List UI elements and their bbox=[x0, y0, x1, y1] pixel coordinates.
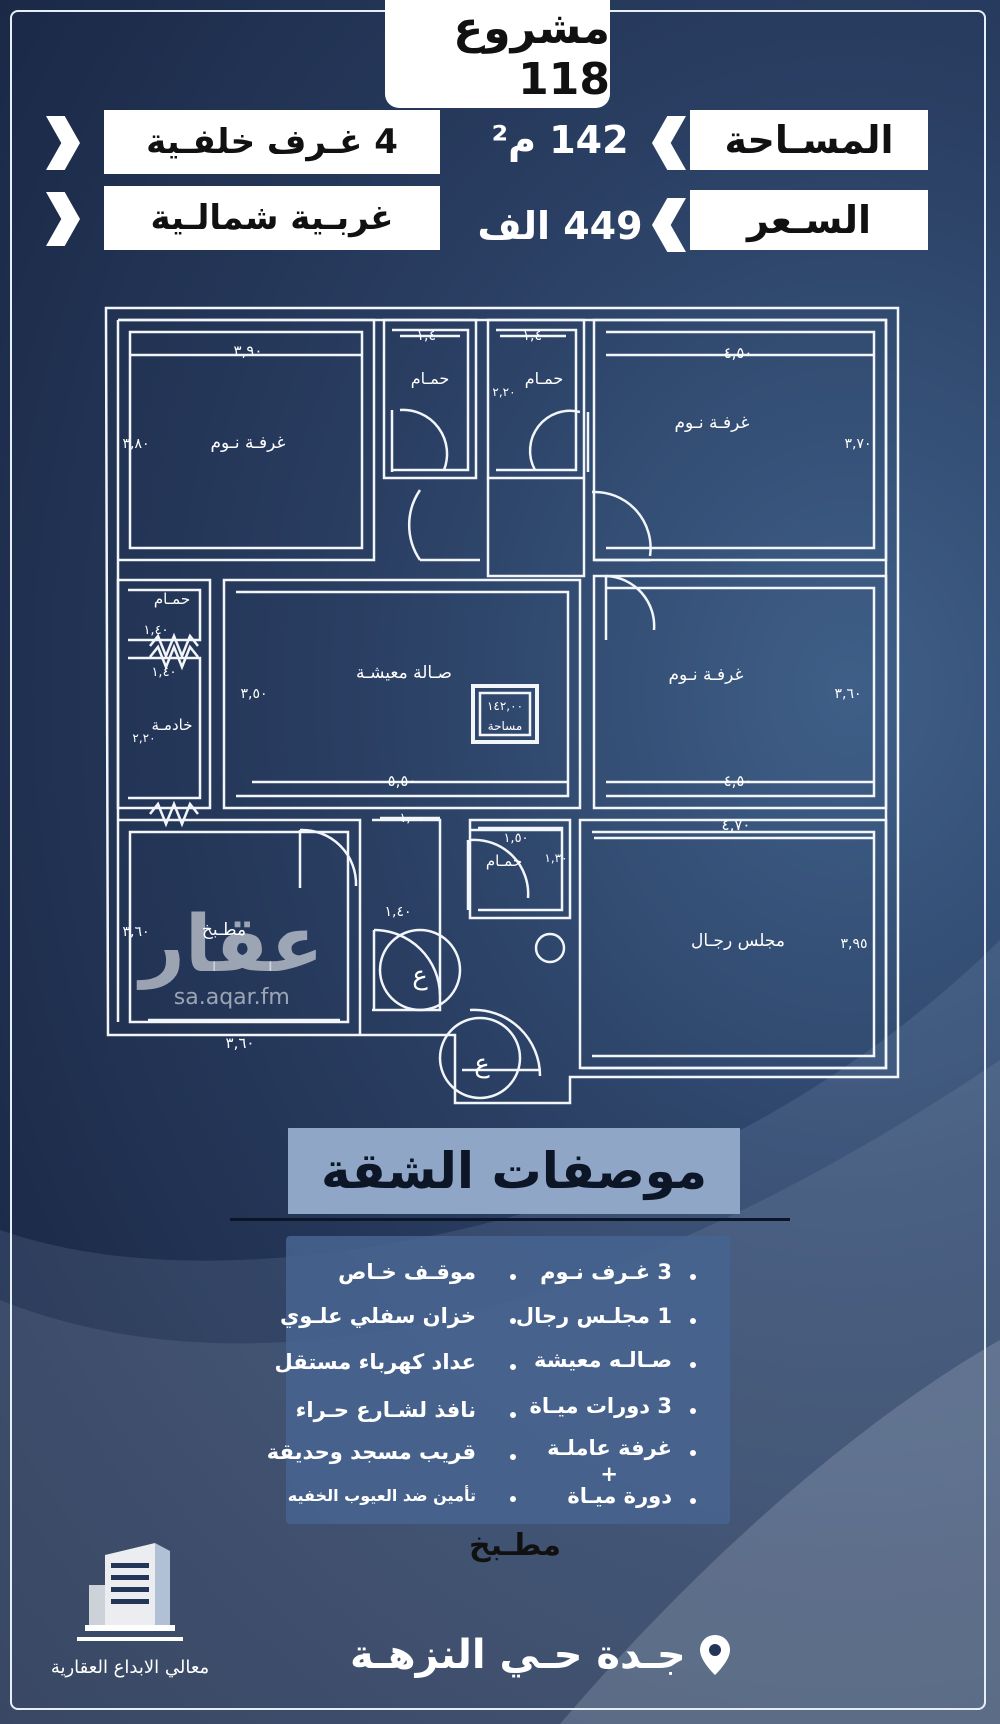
location-text: جـدة حـي النزهـة bbox=[350, 1632, 686, 1678]
watermark-brand: عقار bbox=[140, 900, 324, 990]
dim-label: ١,٤٠ bbox=[416, 328, 443, 344]
dim-label: ٢,٢٠ bbox=[492, 385, 515, 399]
bullet-icon bbox=[510, 1454, 516, 1460]
feature-item: 1 مجلـس رجال bbox=[515, 1304, 672, 1328]
room-label-bath-2: حمـام bbox=[525, 369, 564, 388]
dim-label: ١,٠٠ bbox=[399, 811, 424, 826]
dim-label: ٣,٨٠ bbox=[122, 436, 149, 452]
feature-item: 3 دورات ميـاة bbox=[529, 1394, 672, 1418]
location: جـدة حـي النزهـة bbox=[350, 1632, 732, 1678]
feature-item: خزان سفلي علـوي bbox=[279, 1304, 476, 1328]
facing-plate: غربـية شمالـية bbox=[104, 186, 440, 250]
price-value: 449 الف bbox=[477, 204, 643, 248]
room-label-bedroom-1: غرفـة نـوم bbox=[211, 433, 286, 453]
feature-plus: + bbox=[600, 1462, 618, 1486]
dim-label: ٣,٦٠ bbox=[834, 686, 861, 702]
bullet-icon bbox=[690, 1318, 696, 1324]
feature-item: صـالـه معيشة bbox=[534, 1348, 672, 1372]
bullet-icon bbox=[510, 1364, 516, 1370]
door-mark: ع bbox=[412, 961, 428, 991]
dim-label: ٣,٦٠ bbox=[226, 1034, 255, 1052]
dim-label: ٣,٩٥ bbox=[840, 936, 867, 952]
specs-panel bbox=[286, 1236, 730, 1524]
room-label-bath-3: حمـام bbox=[154, 590, 190, 608]
dim-label: ٣,٧٠ bbox=[844, 436, 871, 452]
feature-item: عداد كهرباء مستقل bbox=[274, 1350, 476, 1374]
bullet-icon bbox=[690, 1274, 696, 1280]
company-logo: معالي الابداع العقارية bbox=[40, 1535, 220, 1678]
room-label-kitchen: مطـبخ bbox=[202, 920, 246, 940]
dim-label: ١,٥٠ bbox=[503, 831, 528, 846]
bullet-icon bbox=[510, 1274, 516, 1280]
area-label-plate: المسـاحة bbox=[690, 110, 928, 170]
dim-label: ١,٣٠ bbox=[544, 851, 567, 865]
company-name: معالي الابداع العقارية bbox=[50, 1657, 210, 1678]
feature-item: موقـف خـاص bbox=[338, 1260, 476, 1284]
dim-label: ٢,٢٠ bbox=[132, 731, 155, 745]
area-value: 142 م² bbox=[491, 118, 629, 162]
bullet-icon bbox=[510, 1412, 516, 1418]
area-stamp-value: ١٤٢,٠٠ bbox=[487, 699, 523, 713]
bullet-icon bbox=[690, 1498, 696, 1504]
feature-item: 3 غـرف نـوم bbox=[540, 1260, 672, 1284]
dim-label: ٣,٦٠ bbox=[122, 924, 149, 940]
kitchen-note: مطـبخ bbox=[469, 1528, 561, 1563]
room-label-bedroom-2: غرفـة نـوم bbox=[675, 413, 750, 433]
dim-label: ٤,٥٠ bbox=[724, 344, 753, 362]
dim-label: ٥,٥٠ bbox=[388, 772, 417, 790]
dim-label: ١,٤٠ bbox=[522, 328, 549, 344]
feature-item: قريب مسجد وحديقة bbox=[266, 1440, 476, 1464]
dim-label: ٣,٩٠ bbox=[234, 342, 263, 360]
room-label-bedroom-3: غرفـة نـوم bbox=[669, 665, 744, 685]
dim-label: ١,٤٠ bbox=[143, 623, 168, 638]
dim-label: ٤,٥٠ bbox=[724, 772, 753, 790]
aqar-watermark: عقار sa.aqar.fm bbox=[140, 905, 324, 1010]
dim-label: ١,٤٠ bbox=[384, 904, 411, 920]
bullet-icon bbox=[510, 1496, 516, 1502]
specs-divider bbox=[230, 1218, 790, 1221]
feature-item: تأمين ضد العيوب الخفيه bbox=[287, 1486, 476, 1505]
room-label-living: صـالة معيشـة bbox=[356, 663, 452, 683]
feature-item: غرفة عاملـة bbox=[547, 1436, 672, 1460]
bullet-icon bbox=[510, 1318, 516, 1324]
price-label-plate: السـعر bbox=[690, 190, 928, 250]
watermark-url: sa.aqar.fm bbox=[173, 985, 290, 1010]
room-label-maid: خادمـة bbox=[152, 716, 193, 734]
building-icon bbox=[77, 1543, 183, 1641]
dim-label: ٣,٥٠ bbox=[240, 686, 267, 702]
room-label-bath-4: حمـام bbox=[486, 852, 522, 870]
dim-label: ١,٤٠ bbox=[151, 665, 176, 680]
bullet-icon bbox=[690, 1408, 696, 1414]
room-label-bath-1: حمـام bbox=[411, 369, 450, 388]
rooms-plate: 4 غـرف خلفـية bbox=[104, 110, 440, 174]
bullet-icon bbox=[690, 1362, 696, 1368]
dim-label: ٤,٧٠ bbox=[722, 816, 751, 834]
bullet-icon bbox=[690, 1450, 696, 1456]
feature-item: دورة ميـاة bbox=[567, 1484, 672, 1508]
location-pin-icon bbox=[699, 1635, 730, 1675]
project-title: مشروع 118 bbox=[385, 0, 610, 108]
specs-title: موصفات الشقة bbox=[288, 1128, 740, 1214]
area-stamp-label: مساحة bbox=[488, 719, 523, 733]
room-label-majlis: مجلس رجـال bbox=[691, 931, 785, 951]
feature-item: نافذ لشـارع حـراء bbox=[295, 1398, 476, 1422]
door-mark: ع bbox=[474, 1049, 490, 1079]
